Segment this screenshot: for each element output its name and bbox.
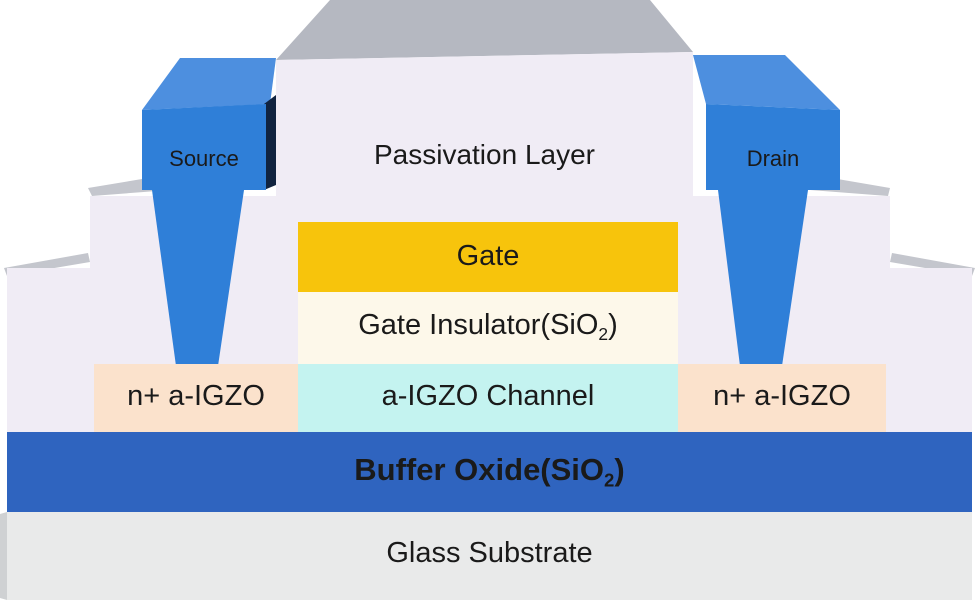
source-contact-front	[142, 104, 266, 190]
buffer-oxide-label: Buffer Oxide(SiO2)	[7, 452, 972, 492]
buffer-oxide-subscript: 2	[604, 469, 615, 491]
gate-insulator-close: )	[608, 309, 618, 341]
buffer-oxide-text: Buffer Oxide(SiO	[354, 452, 605, 487]
passivation-top-face	[276, 0, 693, 60]
gate-insulator-layer	[298, 292, 678, 364]
gate-label: Gate	[456, 240, 520, 272]
drain-contact-top	[693, 55, 840, 110]
glass-substrate-front	[7, 512, 972, 600]
buffer-oxide-close: )	[614, 452, 625, 487]
source-label: Source	[169, 146, 239, 171]
buffer-oxide-front	[7, 432, 972, 512]
channel-layer	[298, 364, 678, 432]
passivation-layer-label: Passivation Layer	[373, 139, 595, 170]
source-contact-top	[142, 58, 276, 110]
glass-substrate-label: Glass Substrate	[386, 537, 593, 569]
passivation-top-front	[276, 52, 693, 196]
n-plus-left-region	[94, 364, 298, 432]
gate-insulator-label: Gate Insulator(SiO2)	[298, 309, 678, 345]
glass-substrate-side	[0, 512, 7, 600]
drain-via	[718, 190, 808, 366]
gate-insulator-text: Gate Insulator(SiO	[358, 309, 599, 341]
n-plus-right-label: n+ a-IGZO	[713, 380, 851, 412]
source-contact-side	[264, 95, 276, 190]
n-plus-left-label: n+ a-IGZO	[127, 380, 265, 412]
source-via	[152, 190, 244, 366]
drain-contact-front	[706, 104, 840, 190]
drain-label: Drain	[746, 146, 800, 171]
n-plus-right-region	[678, 364, 886, 432]
channel-label: a-IGZO Channel	[381, 380, 595, 412]
gate-layer	[298, 222, 678, 292]
gate-insulator-subscript: 2	[598, 324, 609, 345]
